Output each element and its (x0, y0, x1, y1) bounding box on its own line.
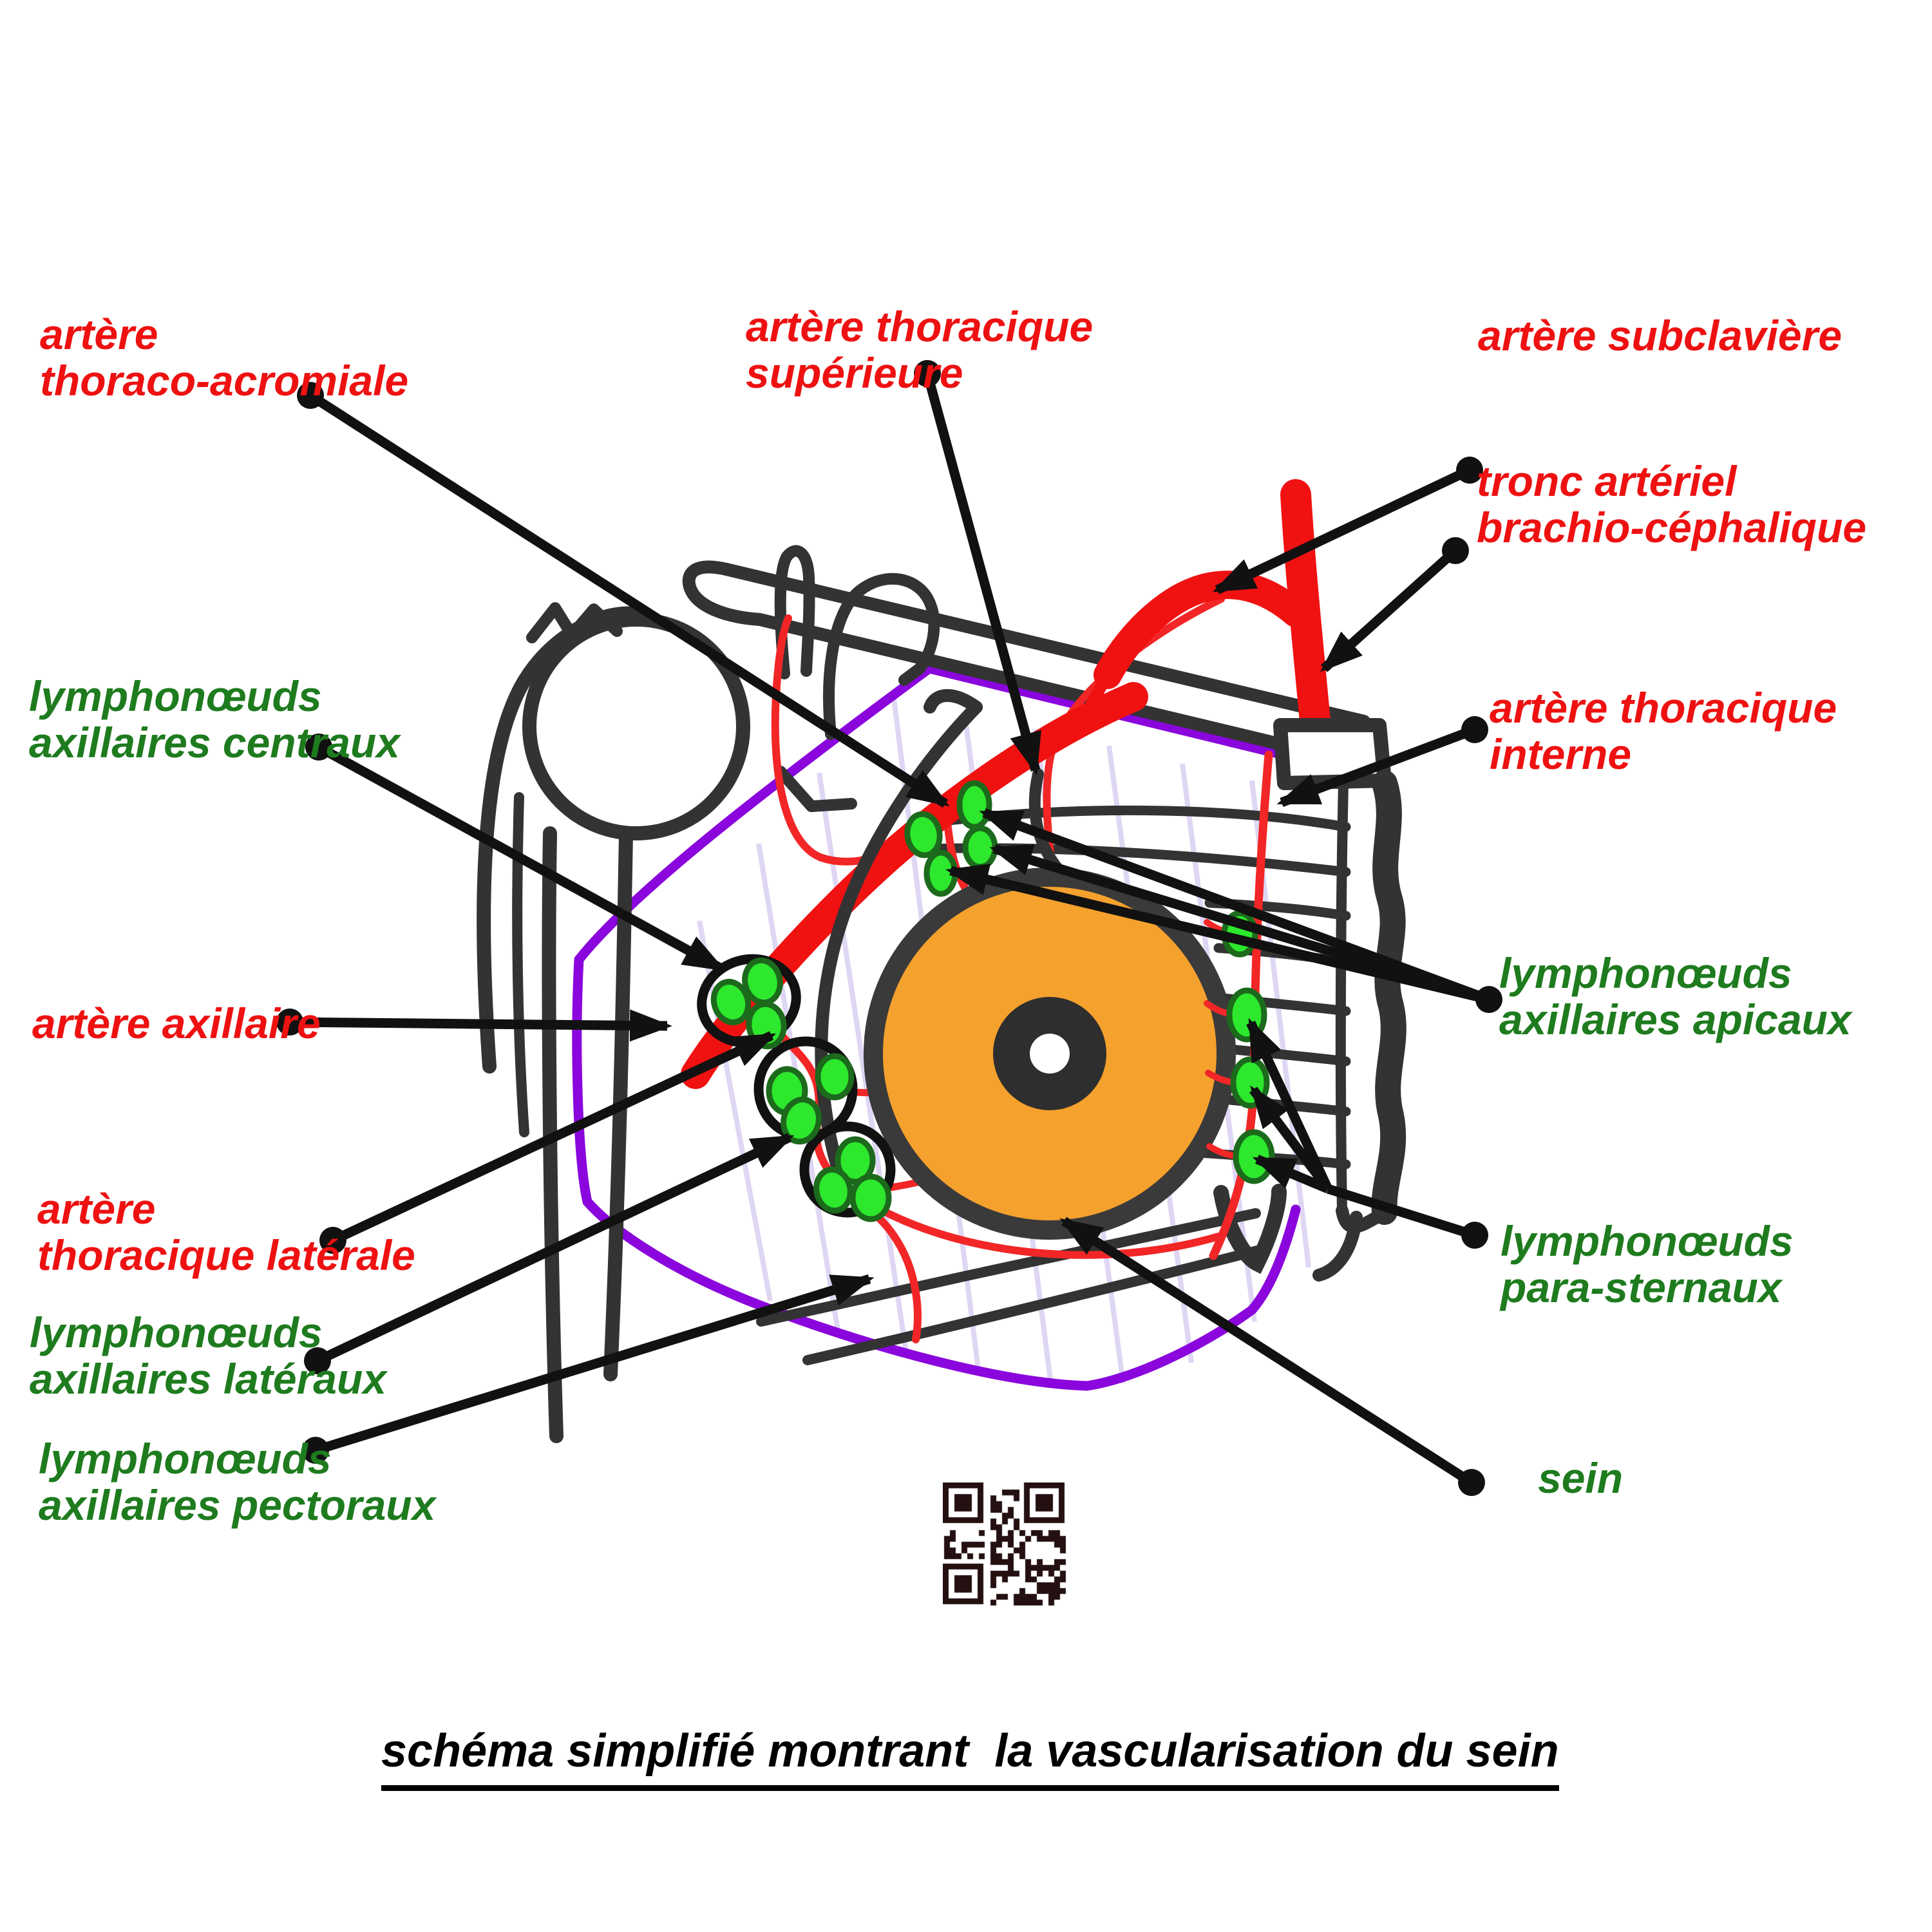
label-tronc-arteriel-brachio-cephalique: tronc artériel brachio-céphalique (1477, 457, 1867, 551)
label-line: lymphonœuds (1499, 949, 1792, 997)
label-line: axillaires latéraux (30, 1354, 387, 1403)
label-line: artère subclavière (1478, 312, 1842, 359)
apical-node (904, 811, 943, 858)
apical-node (956, 780, 992, 830)
clavicle-bone (682, 560, 1374, 772)
label-artere-thoraco-acromiale: artère thoraco-acromiale (40, 310, 409, 404)
label-line: lymphonœuds (30, 1309, 323, 1356)
label-line: axillaires pectoraux (39, 1481, 436, 1529)
lymph-nodes (710, 780, 1275, 1222)
label-line: lymphonœuds (39, 1435, 332, 1482)
label-line: artère (37, 1185, 156, 1233)
label-artere-axillaire: artère axillaire (32, 999, 321, 1047)
label-artere-thoracique-laterale: artère thoracique latérale (37, 1186, 415, 1279)
label-line: axillaires apicaux (1499, 995, 1852, 1043)
annotation-dots (276, 360, 1502, 1496)
label-sein: sein (1538, 1455, 1623, 1502)
pectoral-cluster-circle (799, 1121, 896, 1218)
brachiocephalic-trunk (1280, 479, 1331, 737)
annotation-arrows (289, 372, 1491, 1487)
label-line: lymphonœuds (29, 672, 322, 720)
label-line: tronc artériel (1477, 457, 1737, 505)
nipple-icon (1030, 1034, 1070, 1074)
label-lymphonoeuds-axillaires-centraux: lymphonœuds axillaires centraux (29, 672, 401, 766)
qr-code (943, 1482, 1070, 1610)
diagram-title: schéma simplifié montrant la vascularisa… (381, 1725, 1559, 1791)
label-line: thoracique latérale (37, 1231, 415, 1279)
label-line: artère thoracique (746, 303, 1094, 350)
label-lymphonoeuds-axillaires-apicaux: lymphonœuds axillaires apicaux (1499, 949, 1852, 1043)
humerus-bone (477, 606, 750, 1443)
label-line: supérieure (746, 348, 963, 397)
label-line: sein (1538, 1454, 1624, 1502)
subclavian-artery (1094, 571, 1310, 689)
label-lymphonoeuds-axillaires-pectoraux: lymphonœuds axillaires pectoraux (39, 1435, 436, 1529)
label-lymphonoeuds-axillaires-lateraux: lymphonœuds axillaires latéraux (30, 1309, 387, 1403)
label-line: artère axillaire (32, 999, 321, 1047)
label-line: brachio-céphalique (1477, 503, 1867, 551)
label-artere-thoracique-interne: artère thoracique interne (1490, 685, 1837, 778)
label-line: axillaires centraux (29, 718, 401, 766)
label-line: para-sternaux (1501, 1263, 1782, 1311)
label-artere-thoracique-superieure: artère thoracique supérieure (746, 303, 1094, 397)
apical-node (962, 825, 998, 870)
label-line: artère (40, 310, 158, 358)
label-line: artère thoracique (1490, 684, 1837, 732)
label-line: thoraco-acromiale (40, 356, 409, 404)
parasternal-node (1233, 1129, 1275, 1184)
label-line: lymphonœuds (1501, 1217, 1794, 1265)
label-artere-subclaviere: artère subclavière (1478, 312, 1842, 359)
label-lymphonoeuds-para-sternaux: lymphonœuds para-sternaux (1501, 1218, 1794, 1311)
label-line: interne (1490, 730, 1632, 778)
